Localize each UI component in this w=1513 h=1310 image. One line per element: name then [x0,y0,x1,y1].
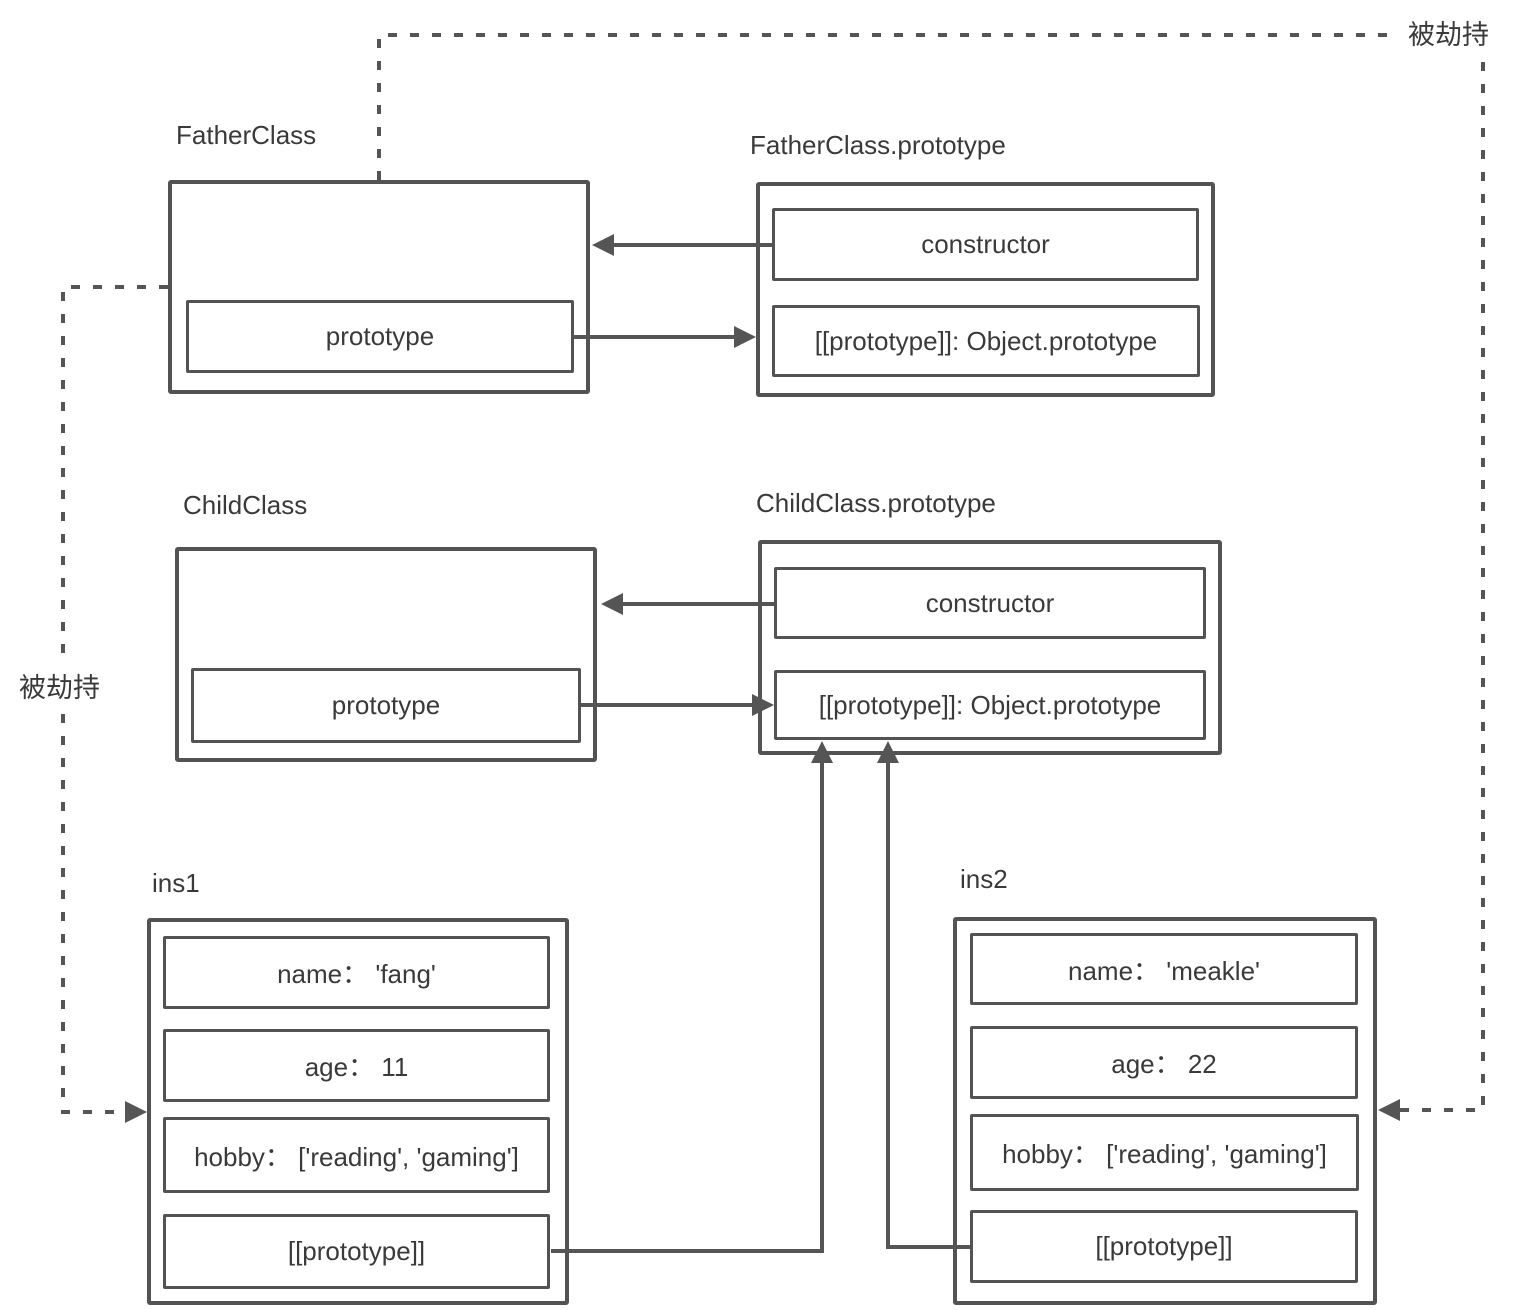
fatherclass-prototype-proto-field: [[prototype]]: Object.prototype [772,305,1200,377]
hijacked-label-left: 被劫持 [19,673,100,703]
arrow-prototype-to-fatherclass-prototype [573,326,756,348]
ins2-title: ins2 [960,864,1008,894]
arrow-ins1-proto-to-childclass-prototype [551,741,833,1253]
ins1-hobby-field: hobby： ['reading', 'gaming'] [163,1117,550,1193]
ins2-age-field: age： 22 [970,1026,1358,1099]
ins1-name-field: name： 'fang' [163,936,550,1009]
childclass-title: ChildClass [183,490,308,520]
childclass-prototype-box: constructor [[prototype]]: Object.protot… [758,540,1222,755]
ins2-box: name： 'meakle' age： 22 hobby： ['reading'… [953,917,1377,1305]
ins2-name-field: name： 'meakle' [970,933,1358,1005]
childclass-prototype-field: prototype [191,668,581,743]
arrow-constructor-to-childclass [601,593,774,615]
childclass-prototype-title: ChildClass.prototype [756,488,996,518]
fatherclass-prototype-title: FatherClass.prototype [750,130,1006,160]
ins1-age-field: age： 11 [163,1029,550,1102]
ins2-proto-field: [[prototype]] [970,1210,1358,1283]
fatherclass-prototype-box: constructor [[prototype]]: Object.protot… [756,182,1215,397]
hijacked-label-right: 被劫持 [1408,20,1489,50]
fatherclass-prototype-constructor-field: constructor [772,208,1199,281]
childclass-prototype-constructor-field: constructor [774,567,1206,639]
arrow-prototype-to-childclass-prototype [581,694,774,716]
arrow-constructor-to-fatherclass [592,234,772,256]
fatherclass-prototype-field: prototype [186,300,574,373]
ins1-title: ins1 [152,868,200,898]
fatherclass-box: prototype [168,180,590,394]
ins1-box: name： 'fang' age： 11 hobby： ['reading', … [147,918,569,1305]
ins2-hobby-field: hobby： ['reading', 'gaming'] [970,1114,1359,1191]
childclass-box: prototype [175,547,597,762]
ins1-proto-field: [[prototype]] [163,1214,550,1289]
fatherclass-title: FatherClass [176,120,317,150]
childclass-prototype-proto-field: [[prototype]]: Object.prototype [774,670,1206,740]
